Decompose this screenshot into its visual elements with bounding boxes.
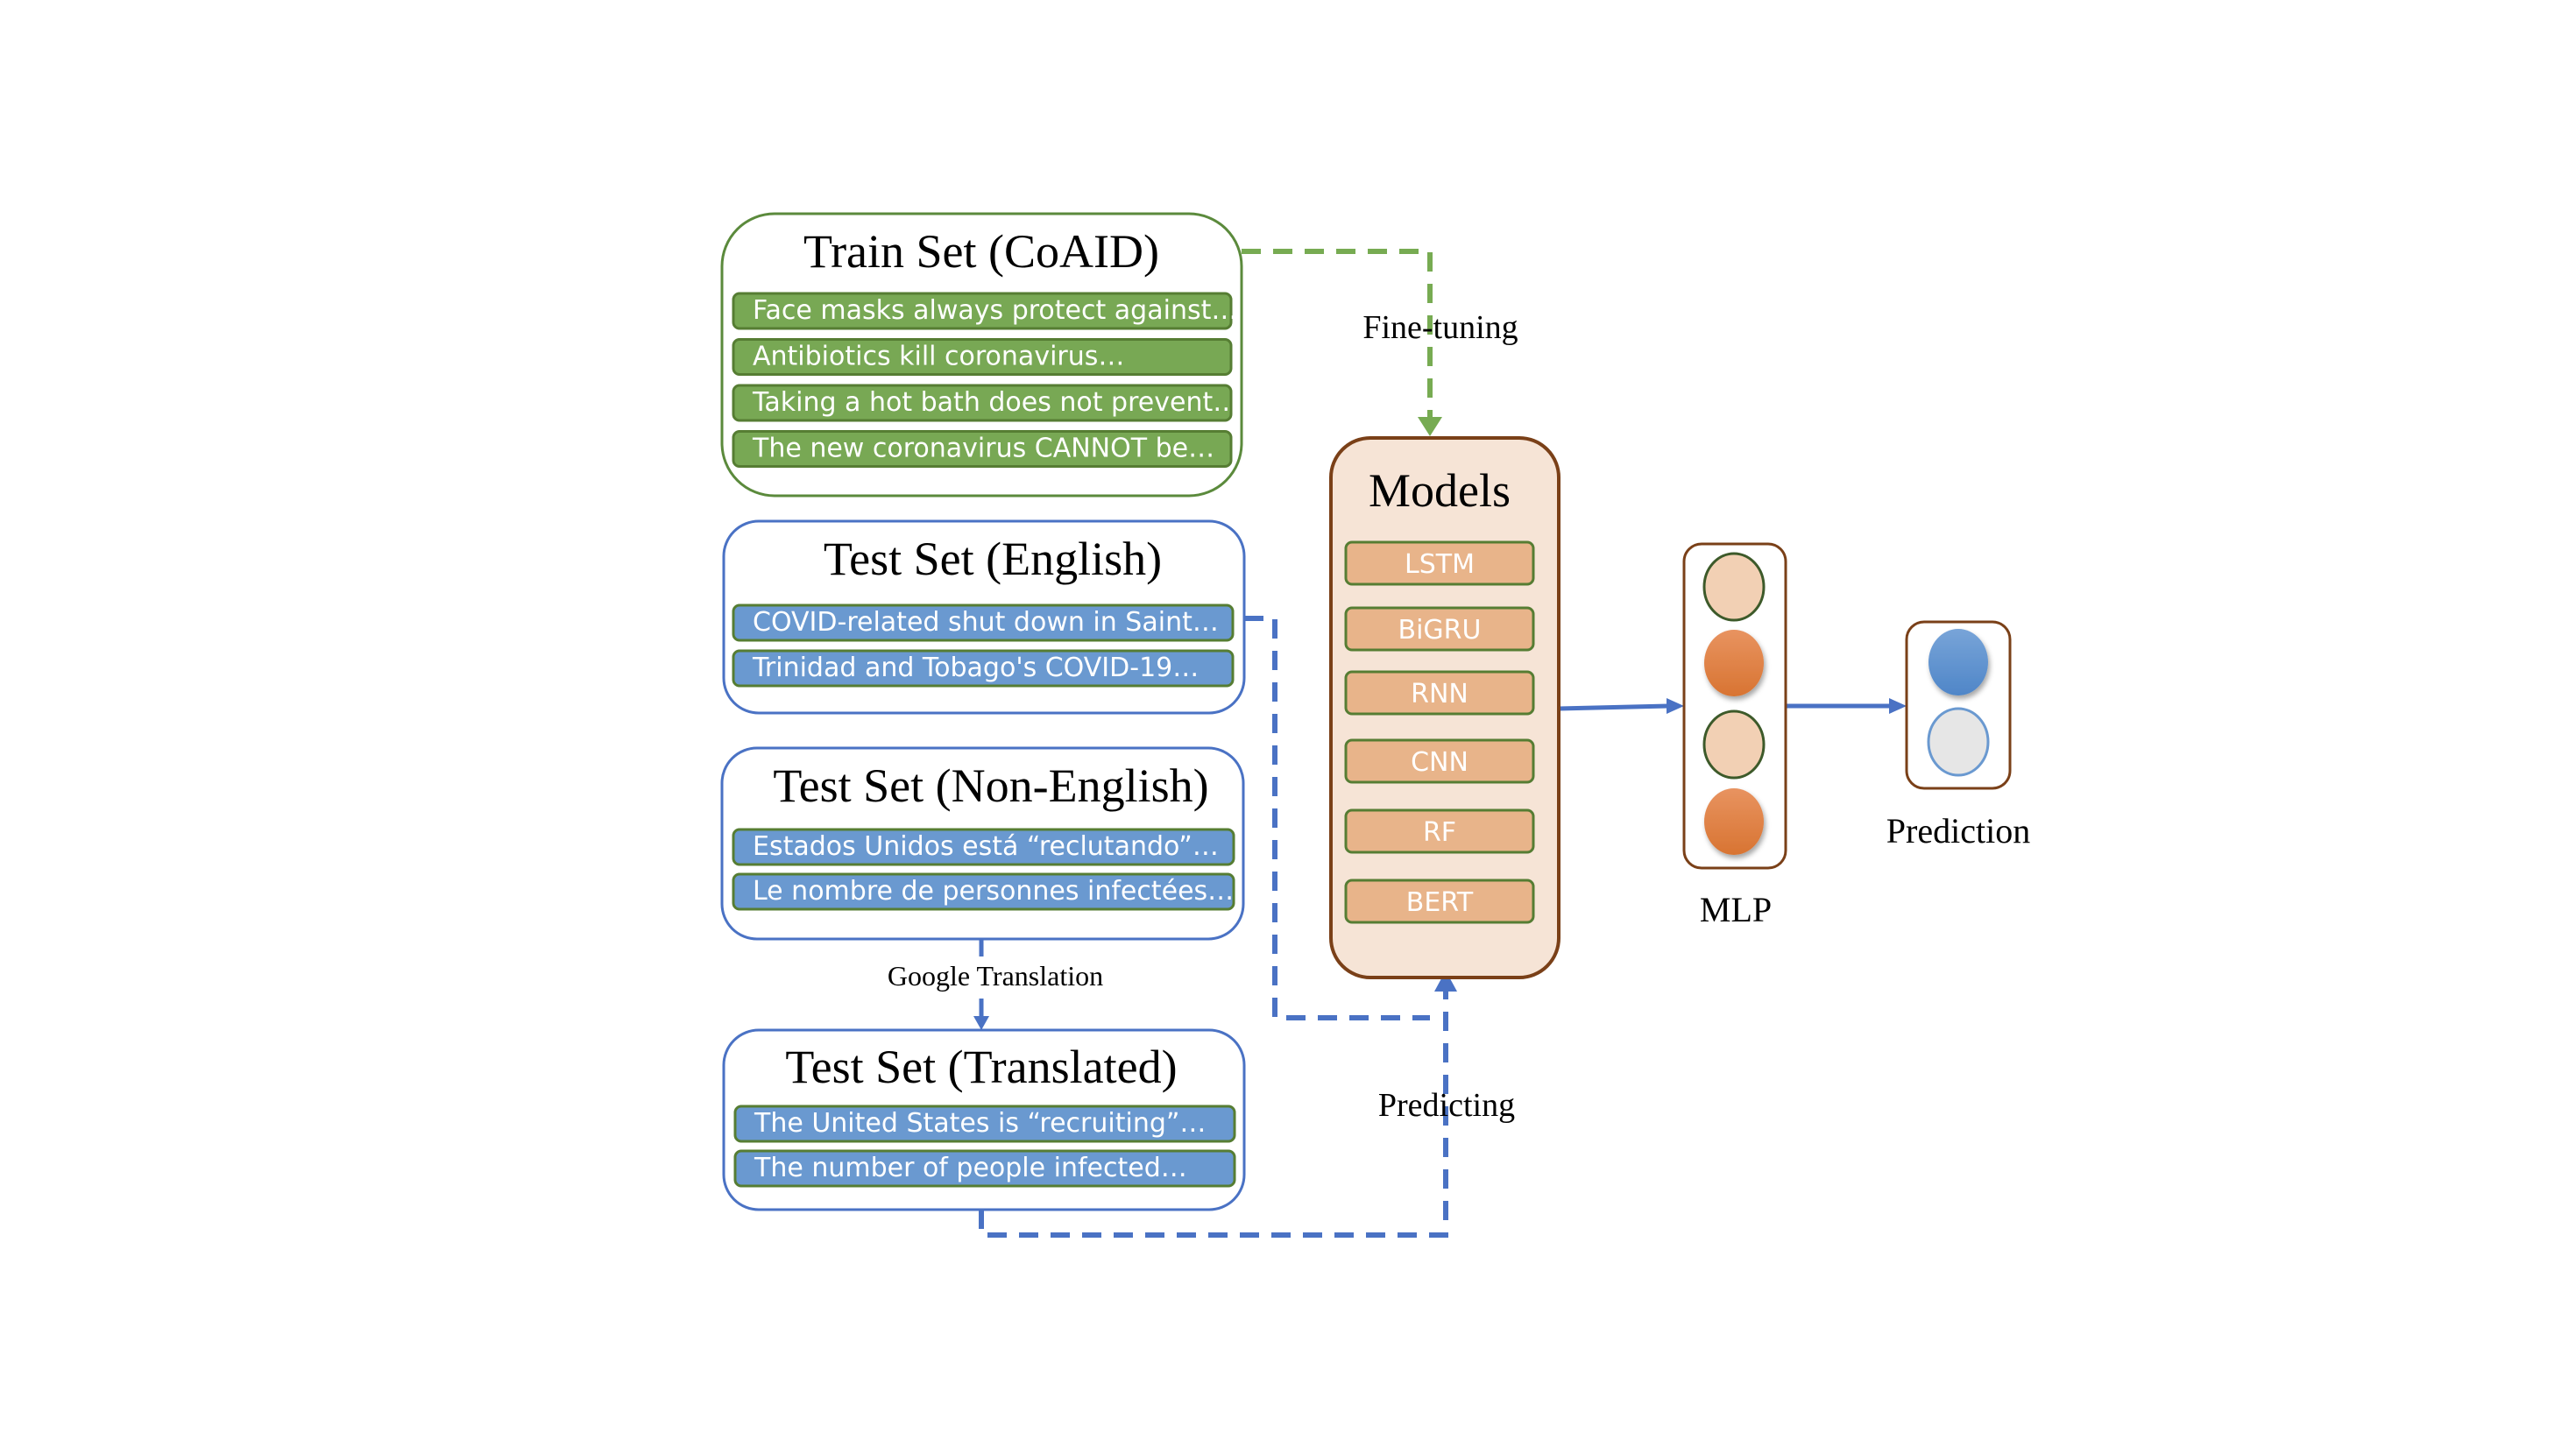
predicting-arrowhead	[1434, 971, 1457, 992]
test-translated-title: Test Set (Translated)	[785, 1041, 1177, 1093]
translated-example-text: The number of people infected…	[754, 1153, 1187, 1183]
model-item-rf: RF	[1344, 808, 1535, 854]
model-item-bert: BERT	[1344, 879, 1535, 924]
google-translation-label: Google Translation	[888, 960, 1103, 992]
test-non-english-title: Test Set (Non-English)	[773, 759, 1208, 812]
train-example-text: Taking a hot bath does not prevent…	[752, 387, 1239, 418]
english-predict-connector	[1244, 616, 1430, 1020]
model-label: RNN	[1411, 679, 1468, 709]
train-set-title: Train Set (CoAID)	[803, 225, 1159, 278]
model-item-rnn: RNN	[1344, 670, 1535, 716]
predicting-label: Predicting	[1378, 1087, 1515, 1124]
non-english-example: Estados Unidos está “reclutando”…	[732, 828, 1235, 866]
models-box: Models LSTM BiGRU RNN CNN RF BERT	[1329, 436, 1560, 979]
test-english-box: Test Set (English) COVID-related shut do…	[722, 519, 1246, 715]
train-example: Taking a hot bath does not prevent…	[732, 384, 1239, 422]
test-non-english-box: Test Set (Non-English) Estados Unidos es…	[720, 746, 1245, 941]
english-example: COVID-related shut down in Saint…	[732, 604, 1235, 642]
mlp-node-light	[1702, 709, 1766, 780]
models-to-mlp-arrow	[1558, 703, 1669, 711]
translated-predict-connector	[979, 990, 1448, 1238]
translated-example: The number of people infected…	[733, 1149, 1236, 1188]
model-label: RF	[1423, 817, 1456, 848]
english-example-text: Trinidad and Tobago's COVID-19…	[752, 653, 1199, 683]
model-label: CNN	[1411, 747, 1468, 778]
train-example: The new coronavirus CANNOT be…	[732, 430, 1233, 468]
mlp-node-dark	[1704, 788, 1764, 855]
model-item-cnn: CNN	[1344, 738, 1535, 784]
mlp-to-prediction-arrowhead	[1889, 698, 1907, 714]
translated-example: The United States is “recruiting”…	[733, 1105, 1236, 1143]
models-to-mlp-arrowhead	[1667, 698, 1684, 714]
model-label: BERT	[1406, 887, 1474, 918]
english-example: Trinidad and Tobago's COVID-19…	[732, 649, 1235, 688]
model-item-bigru: BiGRU	[1344, 606, 1535, 652]
train-example-text: Face masks always protect against…	[753, 295, 1237, 326]
train-example-text: The new coronavirus CANNOT be…	[752, 433, 1214, 463]
mlp-node-dark	[1704, 630, 1764, 696]
prediction-label: Prediction	[1886, 811, 2030, 851]
english-example-text: COVID-related shut down in Saint…	[753, 607, 1219, 638]
mlp-box	[1682, 542, 1787, 870]
train-example-text: Antibiotics kill coronavirus…	[753, 341, 1124, 371]
test-english-title: Test Set (English)	[824, 533, 1162, 585]
prediction-node-positive	[1928, 629, 1988, 695]
test-translated-box: Test Set (Translated) The United States …	[722, 1028, 1246, 1211]
fine-tuning-arrowhead	[1418, 417, 1442, 436]
fine-tuning-label: Fine-tuning	[1362, 309, 1518, 346]
translation-arrowhead	[973, 1016, 989, 1030]
non-english-example-text: Le nombre de personnes infectées…	[753, 876, 1234, 907]
prediction-node-negative	[1927, 707, 1990, 777]
non-english-example: Le nombre de personnes infectées…	[732, 872, 1235, 911]
train-set-box: Train Set (CoAID) Face masks always prot…	[720, 212, 1243, 498]
non-english-example-text: Estados Unidos está “reclutando”…	[753, 831, 1219, 862]
prediction-box	[1905, 620, 2012, 790]
models-title: Models	[1369, 464, 1511, 517]
train-example: Face masks always protect against…	[732, 292, 1237, 330]
model-item-lstm: LSTM	[1344, 540, 1535, 586]
fine-tuning-connector	[1242, 249, 1433, 419]
model-label: BiGRU	[1398, 615, 1482, 646]
model-label: LSTM	[1405, 549, 1475, 580]
mlp-label: MLP	[1700, 890, 1772, 929]
translated-example-text: The United States is “recruiting”…	[754, 1108, 1206, 1139]
train-example: Antibiotics kill coronavirus…	[732, 338, 1233, 376]
mlp-node-light	[1702, 552, 1766, 622]
